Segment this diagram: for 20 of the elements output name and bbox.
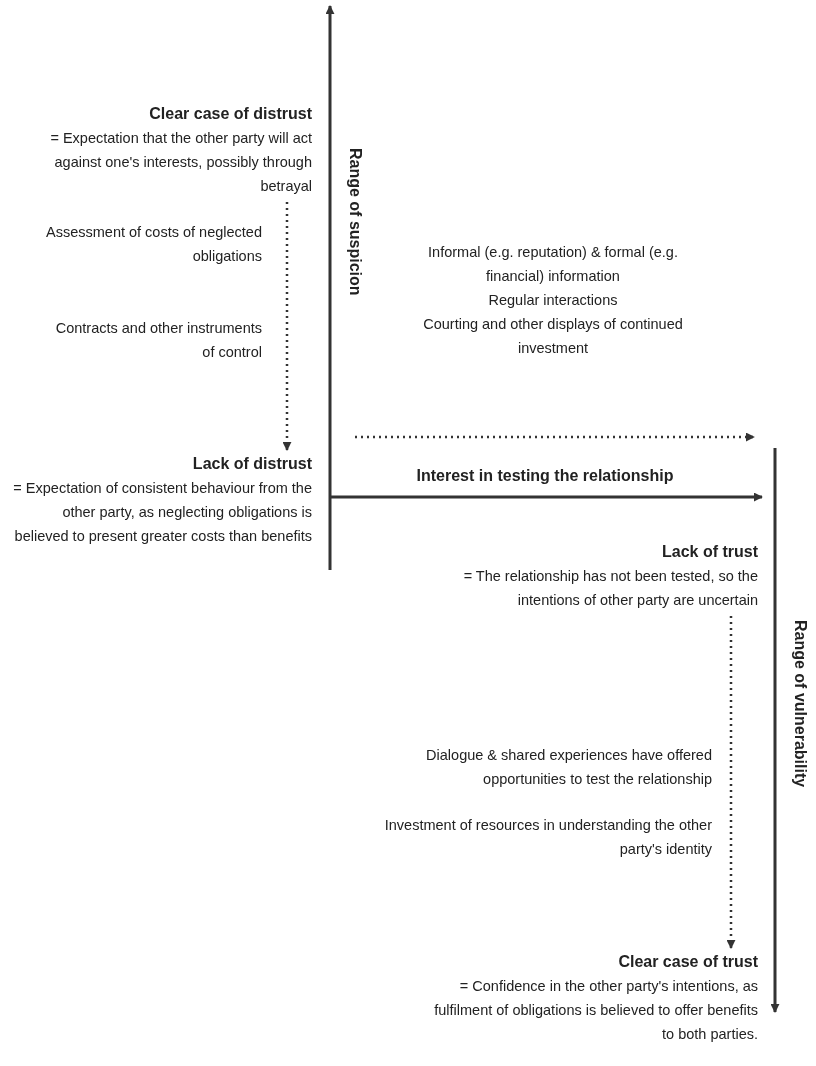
annotation-text: Assessment of costs of neglected obligations [45,223,262,266]
annotation-text: Contracts and other instruments of control [54,319,262,362]
arrow [282,202,292,451]
heading-text: Lack of distrust [191,454,312,474]
description-text: = Expectation that the other party will act against one's interests, possibly through betrayal [49,129,312,196]
description-text: = Confidence in the other party's intentions, as fulfilment of obligations is believed to offer benefits to both parties. [433,977,758,1044]
axis-label: Interest in testing the relationship [415,466,675,486]
heading-text: Clear case of distrust [148,104,312,124]
heading-text: Lack of trust [661,542,758,562]
heading-text: Clear case of trust [617,952,758,972]
annotation-text: Courting and other displays of continued investment [422,315,684,358]
annotation-text: Informal (e.g. reputation) & formal (e.g. financial) information [427,243,679,286]
annotation-text: Investment of resources in understanding the other party's identity [383,816,712,859]
annotation-text: Regular interactions [487,291,619,310]
annotation-text: Dialogue & shared experiences have offered opportunities to test the relationship [425,746,712,789]
description-text: = The relationship has not been tested, so the intentions of other party are uncertain [462,567,758,610]
axis-label: Range of vulnerability [791,620,809,788]
arrow [726,616,736,949]
axis-label: Range of suspicion [346,148,364,296]
description-text: = Expectation of consistent behaviour from the other party, as neglecting obligations is believed to present greater costs than benefits [12,479,312,546]
